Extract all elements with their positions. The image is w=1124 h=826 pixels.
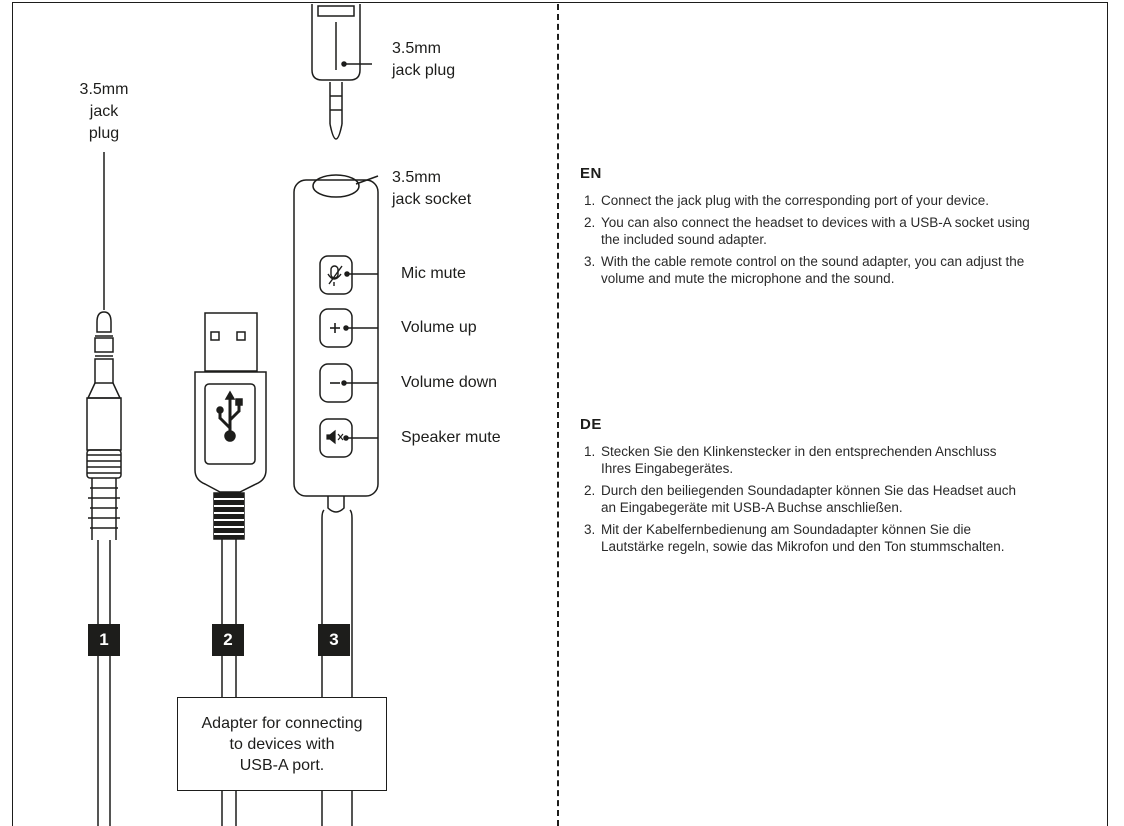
section-heading-de: DE <box>580 416 602 433</box>
section-heading-en: EN <box>580 165 602 182</box>
label-line: 3.5mm <box>79 81 129 98</box>
list-item: 2. You can also connect the headset to de… <box>580 214 1050 248</box>
note-line: Adapter for connecting <box>201 714 363 732</box>
step-text: Mit der Kabelfernbedienung am Soundadapt… <box>601 522 1005 554</box>
badge-2: 2 <box>212 624 244 656</box>
note-line: to devices with <box>229 735 335 753</box>
mic-mute-label: Mic mute <box>401 265 466 282</box>
step-text: Connect the jack plug with the correspon… <box>601 193 989 208</box>
step-number: 3. <box>584 522 596 537</box>
label-line: plug <box>88 125 120 142</box>
label-line: jack plug <box>392 62 456 79</box>
list-item: 3. Mit der Kabelfernbedienung am Soundada… <box>580 521 1050 555</box>
label-line: 3.5mm <box>392 40 441 57</box>
volume-up-label: Volume up <box>401 319 477 336</box>
plus-icon <box>330 323 340 333</box>
jack-socket-label: 3.5mm jack socket <box>392 167 471 211</box>
step-number: 2. <box>584 215 596 230</box>
mic-mute-icon <box>327 265 343 286</box>
list-item: 2. Durch den beiliegenden Soundadapter kö… <box>580 482 1050 516</box>
jack-plug-label-left: 3.5mm jack plug <box>78 79 130 145</box>
instructions-de: DE 1. Stecken Sie den Klinkenstecker in d… <box>580 416 1050 560</box>
label-line: 3.5mm <box>392 169 441 186</box>
label-line: jack <box>89 103 119 120</box>
page-frame <box>12 2 1108 826</box>
remote-control-illustration <box>293 4 379 826</box>
badge-1: 1 <box>88 624 120 656</box>
speaker-mute-icon <box>326 429 344 445</box>
step-number: 3. <box>584 254 596 269</box>
step-number: 1. <box>584 444 596 459</box>
step-text: Stecken Sie den Klinkenstecker in den en… <box>601 444 997 476</box>
step-number: 1. <box>584 193 596 208</box>
step-text: Durch den beiliegenden Soundadapter könn… <box>601 483 1017 515</box>
badge-3: 3 <box>318 624 350 656</box>
usb-plug-illustration <box>194 312 267 826</box>
connection-diagram <box>86 4 379 826</box>
list-item: 1. Stecken Sie den Klinkenstecker in den … <box>580 443 1050 477</box>
instructions-en: EN 1. Connect the jack plug with the corr… <box>580 165 1050 292</box>
jack-plug-1-illustration <box>86 152 122 826</box>
list-item: 1. Connect the jack plug with the corresp… <box>580 192 1050 209</box>
volume-down-label: Volume down <box>401 374 498 391</box>
list-item: 3. With the cable remote control on the s… <box>580 253 1050 287</box>
adapter-note-box: Adapter for connecting to devices with U… <box>177 697 387 791</box>
step-number: 2. <box>584 483 596 498</box>
step-text: You can also connect the headset to devi… <box>601 215 1030 247</box>
jack-plug-label-top: 3.5mm jack plug <box>392 38 455 82</box>
note-line: USB-A port. <box>239 756 325 774</box>
cut-line-divider <box>557 4 559 826</box>
label-line: jack socket <box>392 191 472 208</box>
speaker-mute-label: Speaker mute <box>401 429 501 446</box>
step-text: With the cable remote control on the sou… <box>601 254 1025 286</box>
steps-list-de: 1. Stecken Sie den Klinkenstecker in den … <box>580 443 1050 555</box>
steps-list-en: 1. Connect the jack plug with the corresp… <box>580 192 1050 287</box>
